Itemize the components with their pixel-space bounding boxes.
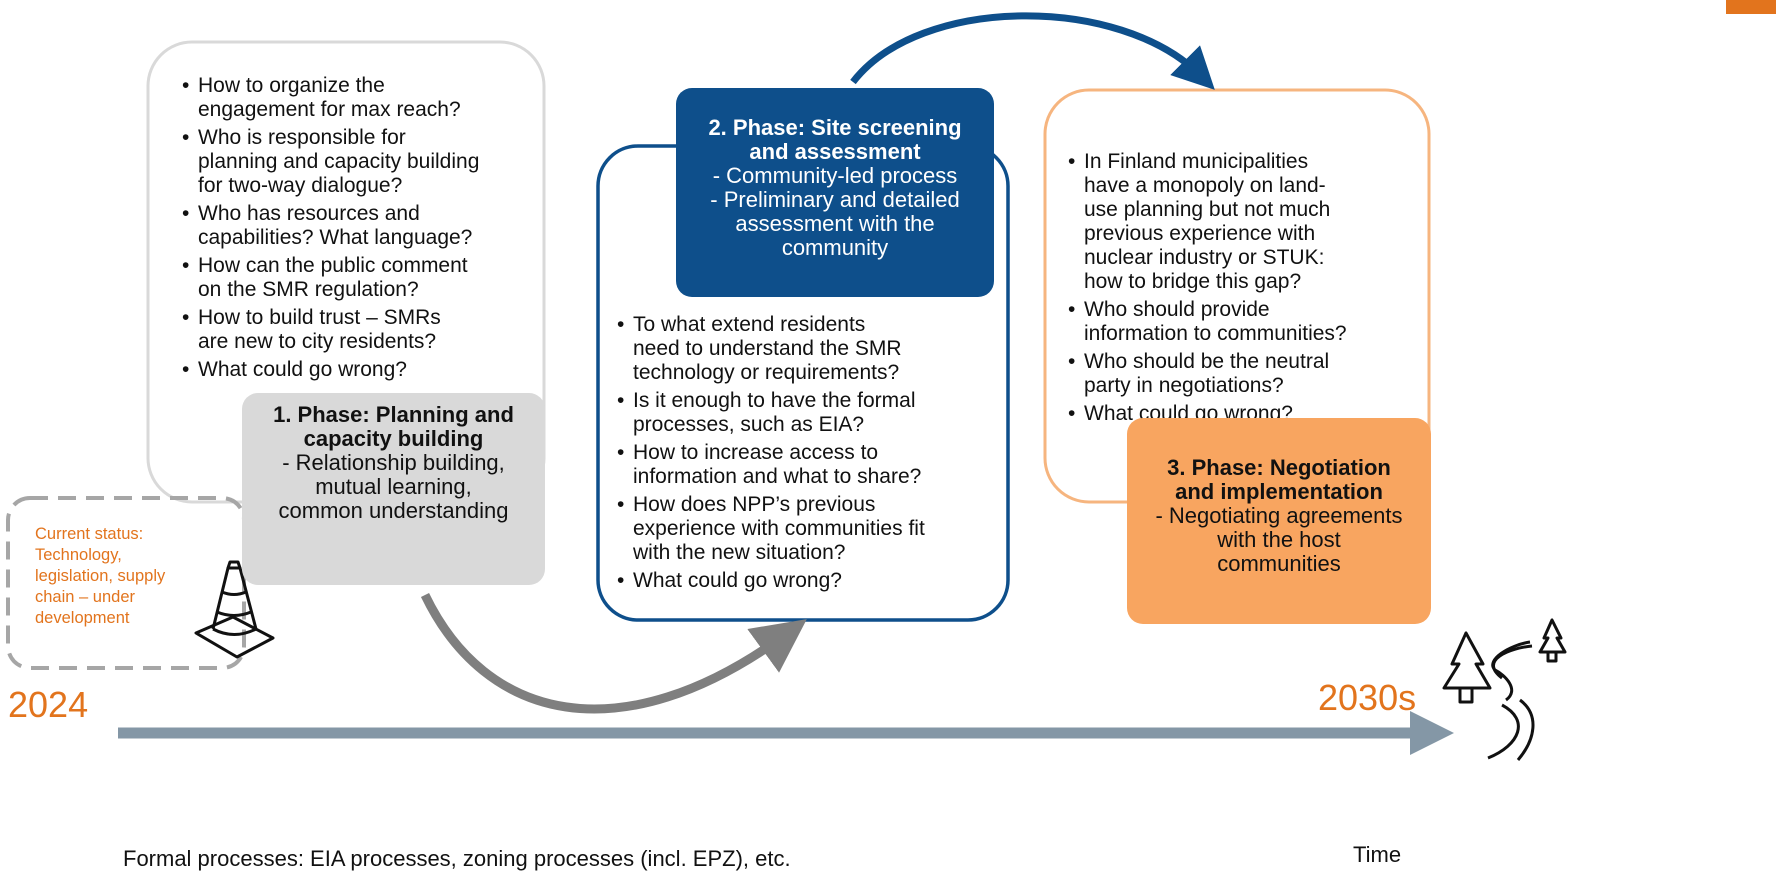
- list-item: •To what extend residents need to unders…: [617, 313, 902, 384]
- traffic-cone-icon: [194, 560, 275, 659]
- list-item: •How to increase access to information a…: [617, 441, 922, 488]
- phase2-box: 2. Phase: Site screening and assessment …: [676, 88, 994, 297]
- phase3-question-list: •In Finland municipalities have a monopo…: [1068, 150, 1418, 426]
- list-item: •Is it enough to have the formal process…: [617, 389, 916, 436]
- list-item: •What could go wrong?: [182, 358, 407, 381]
- phase1-question-list: •How to organize the engagement for max …: [182, 74, 542, 382]
- phase1-box: 1. Phase: Planning and capacity building…: [242, 393, 545, 585]
- small-tree-icon: [1538, 618, 1567, 663]
- current-status: Current status: Technology, legislation,…: [35, 525, 166, 627]
- phase1-questions: •How to organize the engagement for max …: [182, 74, 542, 386]
- arrow-phase1-to-phase2: [420, 593, 807, 714]
- phase3-description: - Negotiating agreements with the host c…: [1155, 503, 1403, 576]
- phase1-description: - Relationship building, mutual learning…: [278, 450, 509, 523]
- formal-processes-label: Formal processes: EIA processes, zoning …: [123, 846, 791, 871]
- year-end: 2030s: [1318, 677, 1417, 718]
- arrow-phase2-to-phase3: [850, 12, 1215, 90]
- list-item: •How does NPP’s previous experience with…: [617, 493, 925, 564]
- phase3-box: 3. Phase: Negotiation and implementation…: [1127, 418, 1431, 624]
- list-item: •Who is responsible for planning and cap…: [182, 126, 480, 197]
- phase2-description: - Community-led process - Preliminary an…: [710, 163, 960, 260]
- list-item: •In Finland municipalities have a monopo…: [1068, 150, 1331, 293]
- year-start: 2024: [8, 684, 89, 725]
- list-item: •How to organize the engagement for max …: [182, 74, 461, 121]
- list-item: •How can the public comment on the SMR r…: [182, 254, 468, 301]
- phase3-title: 3. Phase: Negotiation and implementation: [1167, 455, 1391, 504]
- phase2-title: 2. Phase: Site screening and assessment: [708, 115, 962, 164]
- phase2-question-list: •To what extend residents need to unders…: [617, 313, 1002, 593]
- list-item: •Who has resources and capabilities? Wha…: [182, 202, 473, 249]
- phase3-questions: •In Finland municipalities have a monopo…: [1068, 150, 1418, 430]
- phase2-questions: •To what extend residents need to unders…: [617, 313, 1002, 597]
- list-item: •What could go wrong?: [617, 569, 842, 592]
- tree-icon: [1442, 631, 1492, 704]
- phase1-title: 1. Phase: Planning and capacity building: [273, 402, 514, 451]
- list-item: •Who should be the neutral party in nego…: [1068, 350, 1330, 397]
- winding-road-icon: [1487, 640, 1535, 761]
- list-item: •How to build trust – SMRs are new to ci…: [182, 306, 441, 353]
- list-item: •Who should provide information to commu…: [1068, 298, 1347, 345]
- accent-bar: [1726, 0, 1776, 14]
- time-axis-label: Time: [1353, 842, 1402, 867]
